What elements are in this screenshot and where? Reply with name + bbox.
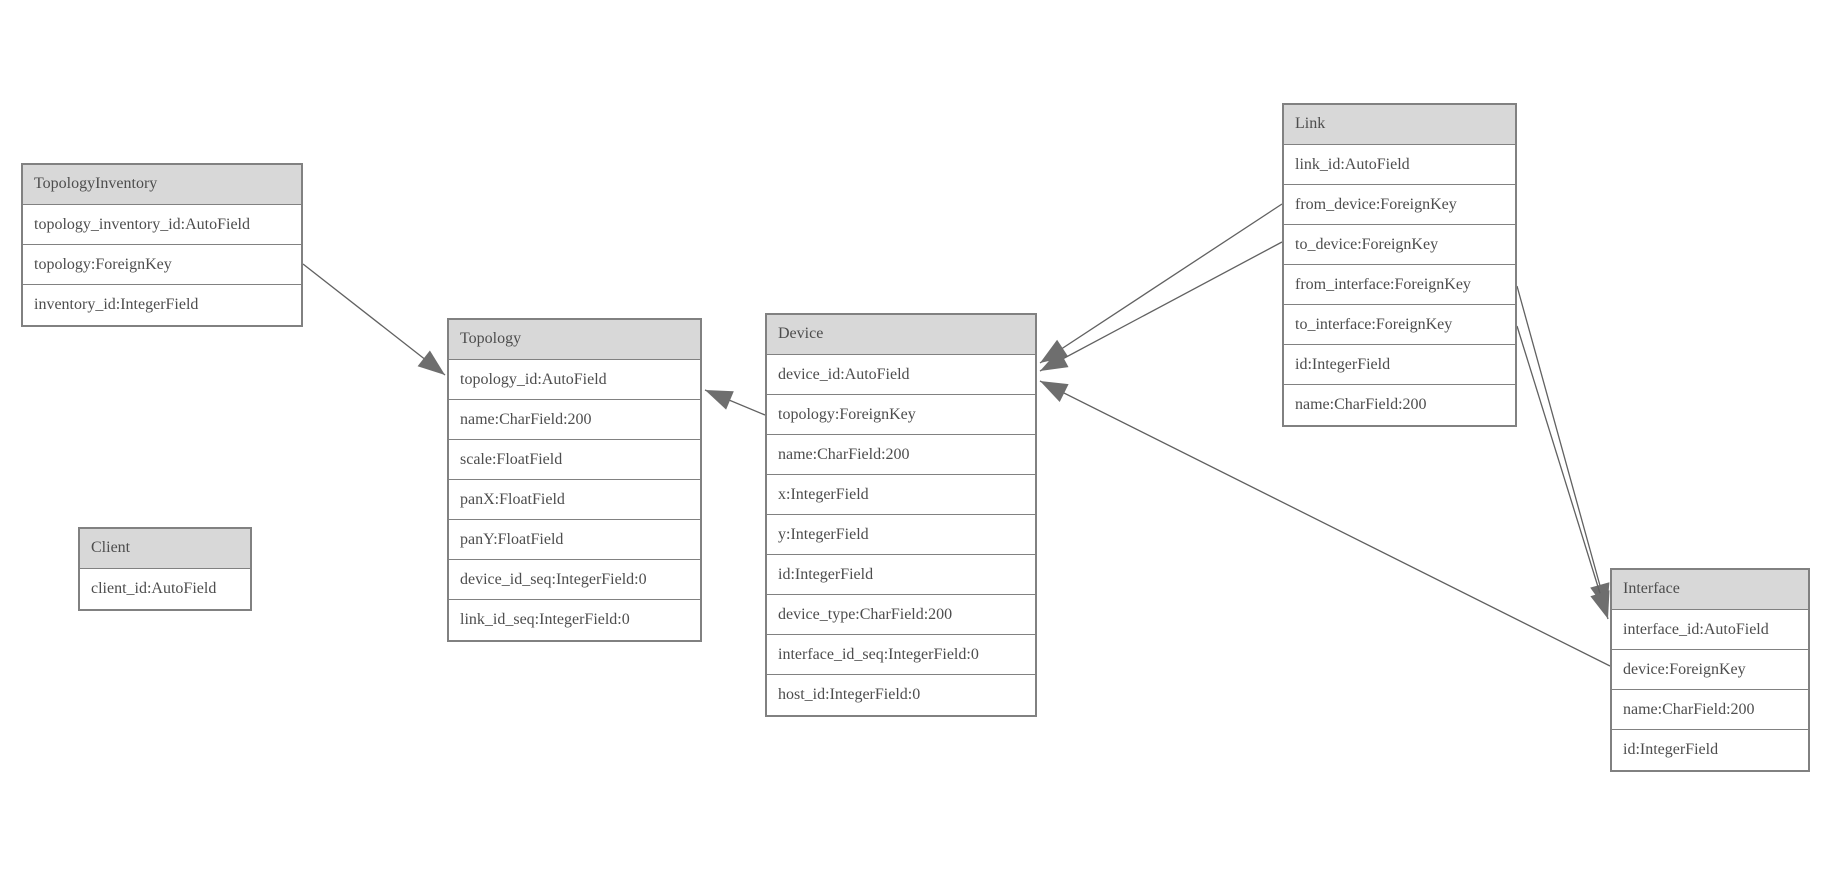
field-row-topology: link_id_seq:IntegerField:0 xyxy=(449,600,700,640)
entity-title-client: Client xyxy=(80,529,250,569)
field-row-interface: device:ForeignKey xyxy=(1612,650,1808,690)
field-row-client: client_id:AutoField xyxy=(80,569,250,609)
field-row-interface: name:CharField:200 xyxy=(1612,690,1808,730)
arrowhead-icon-link-to_device-to-device xyxy=(1040,349,1069,371)
entity-title-device: Device xyxy=(767,315,1035,355)
field-row-link: id:IntegerField xyxy=(1284,345,1515,385)
field-row-device: id:IntegerField xyxy=(767,555,1035,595)
field-row-topology: scale:FloatField xyxy=(449,440,700,480)
field-row-link: name:CharField:200 xyxy=(1284,385,1515,425)
field-row-device: y:IntegerField xyxy=(767,515,1035,555)
field-row-topology: panY:FloatField xyxy=(449,520,700,560)
arrowhead-icon-interface-device-to-device xyxy=(1040,381,1069,402)
field-row-link: to_interface:ForeignKey xyxy=(1284,305,1515,345)
field-row-interface: id:IntegerField xyxy=(1612,730,1808,770)
field-row-topology: topology_id:AutoField xyxy=(449,360,700,400)
edge-link-from_device-to-device xyxy=(1039,203,1283,364)
edge-link-to_interface-to-interface xyxy=(1516,325,1609,620)
field-row-topology-inventory: topology_inventory_id:AutoField xyxy=(23,205,301,245)
field-row-topology-inventory: topology:ForeignKey xyxy=(23,245,301,285)
field-row-device: device_id:AutoField xyxy=(767,355,1035,395)
edge-interface-device-to-device xyxy=(1039,380,1611,667)
field-row-topology: panX:FloatField xyxy=(449,480,700,520)
field-row-link: from_interface:ForeignKey xyxy=(1284,265,1515,305)
entity-title-link: Link xyxy=(1284,105,1515,145)
field-row-device: name:CharField:200 xyxy=(767,435,1035,475)
arrowhead-icon-topologyinventory-topology-to-topology xyxy=(417,350,445,375)
field-row-device: interface_id_seq:IntegerField:0 xyxy=(767,635,1035,675)
field-row-device: device_type:CharField:200 xyxy=(767,595,1035,635)
field-row-link: link_id:AutoField xyxy=(1284,145,1515,185)
entity-title-topology: Topology xyxy=(449,320,700,360)
edge-link-to_device-to-device xyxy=(1039,241,1283,372)
edge-topologyinventory-topology-to-topology xyxy=(302,263,446,376)
field-row-interface: interface_id:AutoField xyxy=(1612,610,1808,650)
arrowhead-icon-link-to_interface-to-interface xyxy=(1590,590,1610,619)
field-row-topology: name:CharField:200 xyxy=(449,400,700,440)
entity-title-topology-inventory: TopologyInventory xyxy=(23,165,301,205)
field-row-device: x:IntegerField xyxy=(767,475,1035,515)
field-row-topology: device_id_seq:IntegerField:0 xyxy=(449,560,700,600)
field-row-device: topology:ForeignKey xyxy=(767,395,1035,435)
field-row-device: host_id:IntegerField:0 xyxy=(767,675,1035,715)
field-row-topology-inventory: inventory_id:IntegerField xyxy=(23,285,301,325)
field-row-link: from_device:ForeignKey xyxy=(1284,185,1515,225)
edge-link-from_interface-to-interface xyxy=(1516,285,1608,612)
arrowhead-icon-device-topology-to-topology xyxy=(705,390,734,410)
entity-title-interface: Interface xyxy=(1612,570,1808,610)
field-row-link: to_device:ForeignKey xyxy=(1284,225,1515,265)
